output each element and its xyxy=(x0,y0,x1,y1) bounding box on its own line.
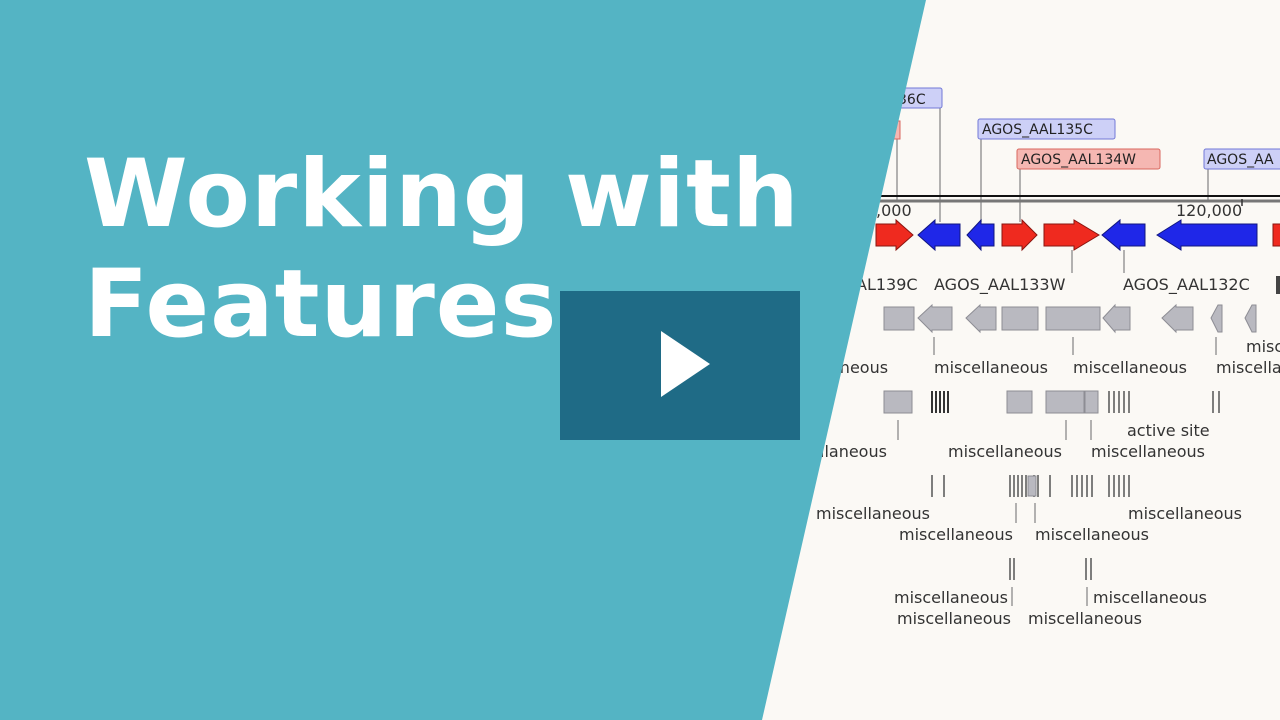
gene-labels: AL139C AGOS_AAL133W AGOS_AAL132C xyxy=(856,250,1280,295)
gene-tag-aal-partial[interactable] xyxy=(1203,148,1280,170)
feature-label: active site xyxy=(1127,421,1210,440)
feature-label: miscellaneous xyxy=(1093,588,1207,607)
feature-label: aneous xyxy=(830,358,888,377)
gene-arrow-reverse[interactable] xyxy=(1101,218,1146,252)
video-title: Working with Features xyxy=(84,140,800,360)
feature-arrow[interactable] xyxy=(965,303,997,334)
title-line-1: Working with xyxy=(84,140,800,249)
ruler: ,000 120,000 xyxy=(860,195,1280,220)
play-button[interactable] xyxy=(560,291,800,440)
gene-arrow-reverse[interactable] xyxy=(966,218,995,252)
feature-label: miscellaneous xyxy=(897,609,1011,628)
gene-arrow-reverse[interactable] xyxy=(1156,219,1258,251)
gene-label: AL139C xyxy=(856,275,918,294)
feature-label: llaneous xyxy=(820,442,887,461)
feature-label: miscella xyxy=(1216,358,1280,377)
feature-block[interactable] xyxy=(1006,390,1033,414)
feature-row-3: miscellaneous miscellaneous miscellaneou… xyxy=(816,475,1242,544)
gene-tag-aal134w-label: AGOS_AAL134W xyxy=(1021,152,1136,168)
feature-block[interactable] xyxy=(883,390,913,414)
ruler-tick-label: 120,000 xyxy=(1176,201,1242,220)
play-icon xyxy=(661,331,710,397)
gene-tag-aal-partial-label: AGOS_AA xyxy=(1207,152,1274,168)
feature-block[interactable] xyxy=(1045,306,1101,331)
feature-label: miscellaneous xyxy=(816,504,930,523)
feature-label: miscellaneous xyxy=(1073,358,1187,377)
feature-label: miscellaneous xyxy=(1128,504,1242,523)
feature-label: miscellaneous xyxy=(1035,525,1149,544)
gene-label: AGOS_AAL133W xyxy=(934,275,1066,295)
feature-label: miscellaneous xyxy=(1028,609,1142,628)
gene-arrows xyxy=(875,218,1280,252)
feature-block[interactable] xyxy=(883,306,915,331)
feature-block[interactable] xyxy=(1045,390,1085,414)
feature-block[interactable] xyxy=(1001,306,1039,331)
feature-label: misc xyxy=(1246,337,1280,356)
feature-row-1: aneous miscellaneous miscellaneous misc … xyxy=(830,303,1280,377)
gene-label: AGOS_AAL132C xyxy=(1123,275,1250,295)
gene-arrow-forward[interactable] xyxy=(1043,219,1100,251)
feature-row-4: miscellaneous miscellaneous miscellaneou… xyxy=(894,558,1207,628)
feature-label: miscellaneous xyxy=(899,525,1013,544)
ruler-tick-label: ,000 xyxy=(876,201,912,220)
feature-label: miscellaneous xyxy=(948,442,1062,461)
gene-tag-aal135c[interactable] xyxy=(977,118,1116,140)
feature-arrow[interactable] xyxy=(1161,303,1194,334)
feature-arrow[interactable] xyxy=(1244,304,1257,333)
gene-tag-aal134w[interactable] xyxy=(1016,148,1161,170)
gene-arrow-forward[interactable] xyxy=(1001,218,1038,252)
feature-row-2: llaneous miscellaneous active site misce… xyxy=(820,390,1220,461)
gene-tag-aal136c-label: 36C xyxy=(898,92,926,108)
feature-block[interactable] xyxy=(1084,390,1099,414)
gene-arrow-forward[interactable] xyxy=(875,218,914,252)
gene-tag-aal135c-label: AGOS_AAL135C xyxy=(982,122,1093,138)
title-line-2: Features xyxy=(84,250,558,359)
feature-label: miscellaneous xyxy=(894,588,1008,607)
gene-arrow-reverse[interactable] xyxy=(917,218,961,252)
feature-label: miscellaneous xyxy=(1091,442,1205,461)
feature-label: miscellaneous xyxy=(934,358,1048,377)
feature-arrow[interactable] xyxy=(1102,303,1131,334)
feature-arrow[interactable] xyxy=(1210,304,1223,333)
teal-panel-shape xyxy=(0,0,926,720)
feature-arrow[interactable] xyxy=(917,303,953,334)
